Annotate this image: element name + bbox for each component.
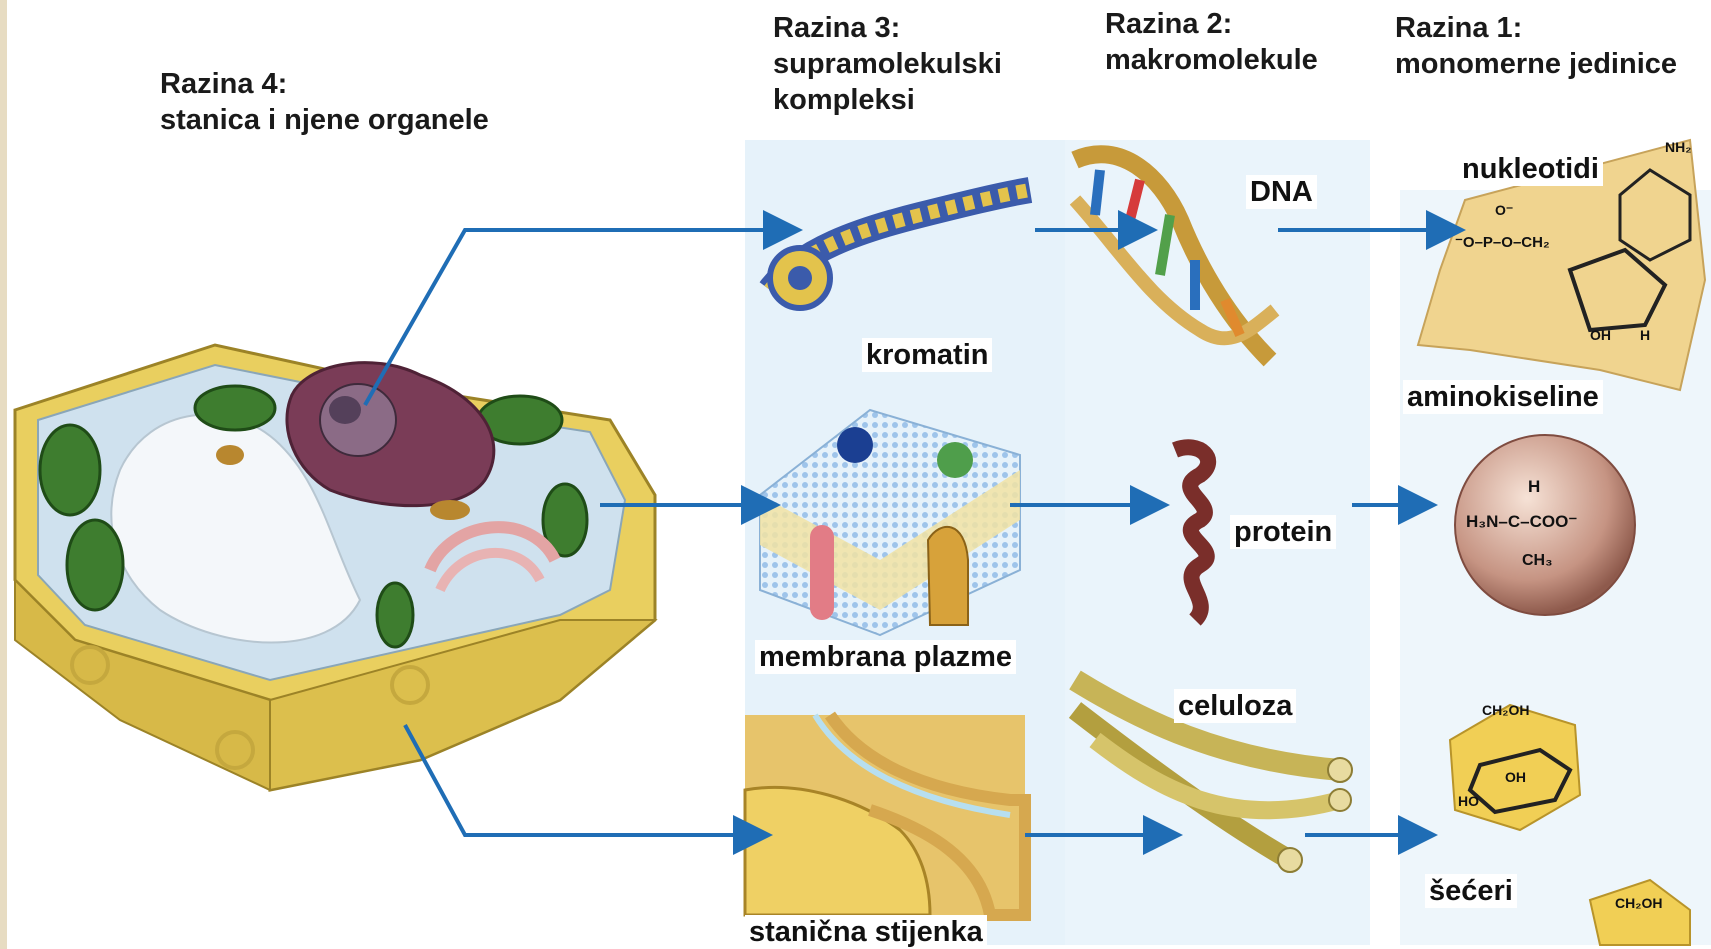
plant-cell-illustration — [15, 345, 655, 790]
cell-wall-label: stanična stijenka — [745, 915, 987, 949]
amino-ch3-label: CH₃ — [1522, 552, 1553, 569]
protein-label: protein — [1230, 515, 1336, 549]
ch2oh-label-2: CH₂OH — [1615, 895, 1662, 911]
dna-label: DNA — [1246, 175, 1317, 209]
membrane-label: membrana plazme — [755, 640, 1016, 674]
sugar-oh-label: OH — [1505, 769, 1526, 785]
cellulose-label: celuloza — [1174, 689, 1296, 723]
ho-label: HO — [1458, 793, 1479, 809]
plasma-membrane-illustration — [760, 410, 1020, 635]
sugars-label: šećeri — [1425, 874, 1517, 908]
h-label: H — [1640, 327, 1650, 343]
oh-label: OH — [1590, 327, 1611, 343]
nucleotides-label: nukleotidi — [1458, 152, 1603, 186]
protein-illustration — [1175, 447, 1208, 620]
amino-main-label: H₃N–C–COO⁻ — [1466, 512, 1577, 531]
level1-heading: Razina 1: monomerne jedinice — [1395, 10, 1677, 82]
nh2-label: NH₂ — [1665, 139, 1691, 155]
dna-illustration — [1075, 154, 1275, 360]
cell-wall-illustration — [745, 715, 1025, 915]
chromatin-label: kromatin — [862, 338, 992, 372]
amino-acids-label: aminokiseline — [1403, 380, 1603, 414]
ch2oh-label: CH₂OH — [1482, 702, 1529, 718]
o-minus-label: O⁻ — [1495, 202, 1513, 218]
chromatin-illustration — [770, 190, 1030, 308]
level4-heading: Razina 4: stanica i njene organele — [160, 66, 489, 138]
level3-heading: Razina 3: supramolekulski kompleksi — [773, 10, 1002, 118]
level2-heading: Razina 2: makromolekule — [1105, 6, 1318, 78]
amino-h-label: H — [1528, 477, 1540, 496]
phosphate-label: ⁻O–P–O–CH₂ — [1455, 234, 1550, 251]
